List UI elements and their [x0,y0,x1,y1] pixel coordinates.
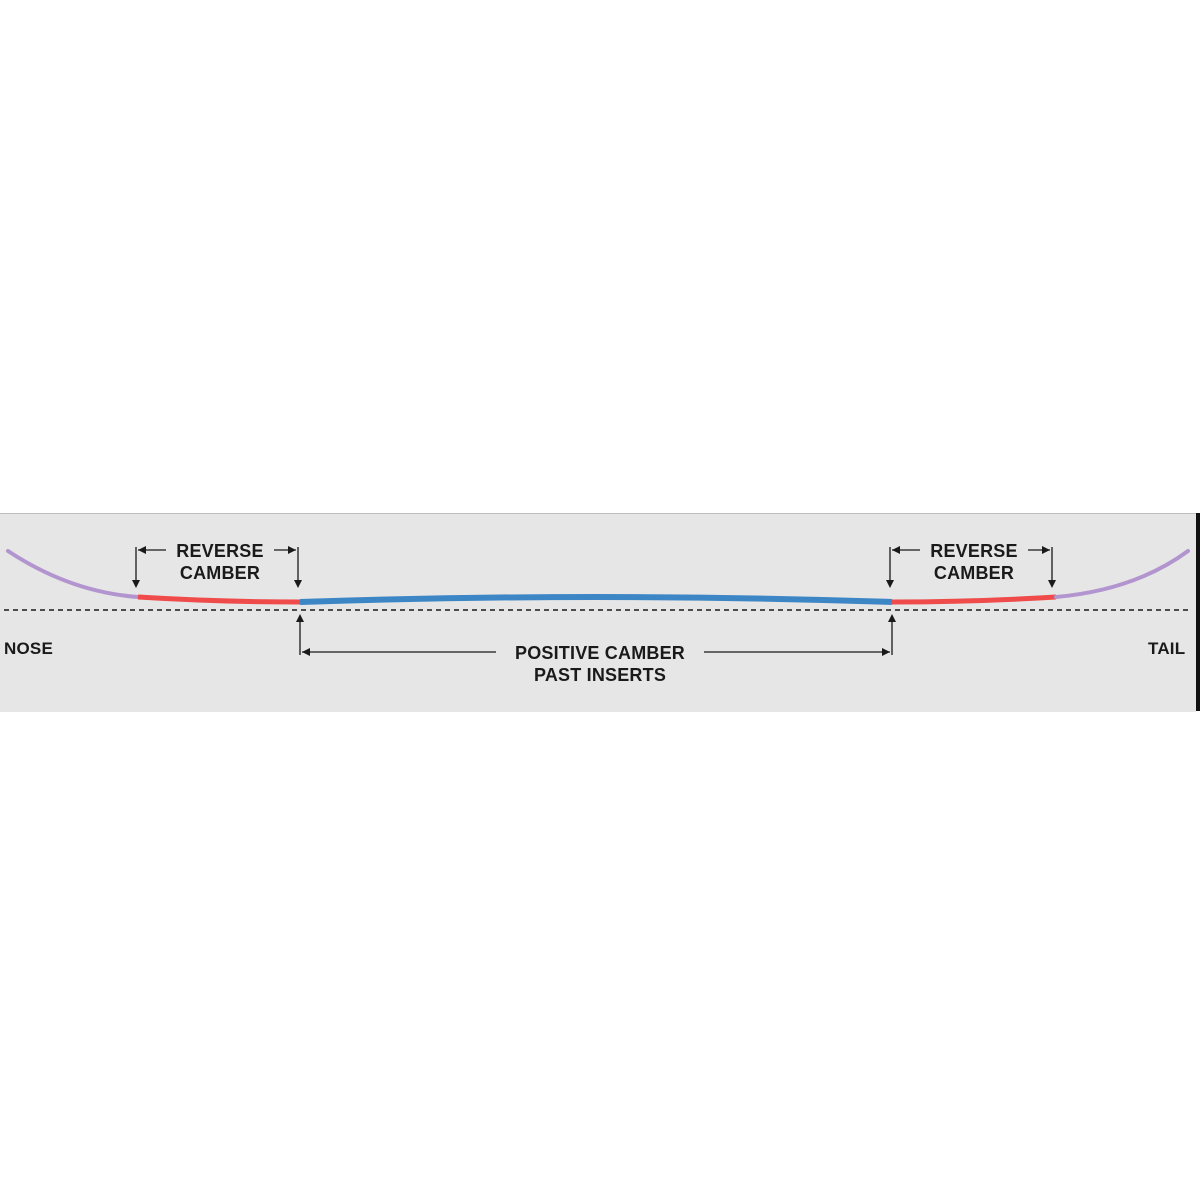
right-reverse-label-line2: CAMBER [933,563,1015,583]
nose-tip-segment [6,549,140,599]
positive-label-line1: POSITIVE CAMBER [514,643,686,663]
tail-tip-segment [1054,549,1190,599]
left-reverse-label-line2: CAMBER [179,563,261,583]
positive-camber-segment [299,594,893,605]
positive-camber-label: POSITIVE CAMBER PAST INSERTS [496,642,704,686]
left-reverse-label-line1: REVERSE [176,541,264,561]
nose-label: NOSE [4,639,53,658]
panel-edge [1196,513,1200,711]
left-reverse-bracket [132,546,302,588]
right-reverse-label-line1: REVERSE [930,541,1018,561]
right-reverse-bracket [886,546,1056,588]
left-reverse-camber-label: REVERSE CAMBER [166,540,274,584]
right-reverse-camber-label: REVERSE CAMBER [920,540,1028,584]
positive-label-line2: PAST INSERTS [533,665,667,685]
right-reverse-camber-segment [891,594,1057,605]
left-reverse-camber-segment [137,594,301,605]
positive-camber-bracket [296,614,896,656]
tail-label: TAIL [1148,639,1186,658]
